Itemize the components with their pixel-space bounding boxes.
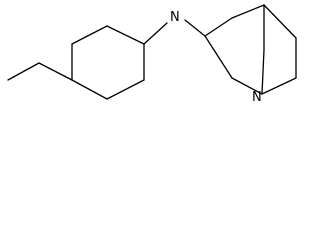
cyclohexane-bond-6: [71, 79, 108, 100]
nh-bond-right: [184, 19, 206, 37]
cyclohexane-bond-2: [71, 25, 108, 45]
cage-bond-7: [204, 35, 233, 79]
structure-diagram: N N: [0, 0, 305, 107]
cage-bond-6: [231, 77, 263, 95]
molecule-drawing: N N: [7, 4, 297, 105]
cage-bond-2: [231, 4, 265, 19]
cage-bond-1: [204, 17, 233, 37]
cage-bond-3: [263, 4, 297, 39]
cyclohexane-bond-3: [106, 25, 145, 45]
nh-bond-left: [143, 22, 168, 45]
cage-bond-9: [261, 49, 265, 95]
ethyl-bond-ring: [38, 62, 73, 81]
ring-nitrogen-label: N: [252, 90, 262, 105]
cyclohexane-bond-5: [106, 79, 145, 100]
amine-nitrogen-label: N: [170, 10, 180, 25]
cage-bond-5: [261, 77, 297, 95]
ethyl-bond-terminal: [7, 62, 40, 81]
